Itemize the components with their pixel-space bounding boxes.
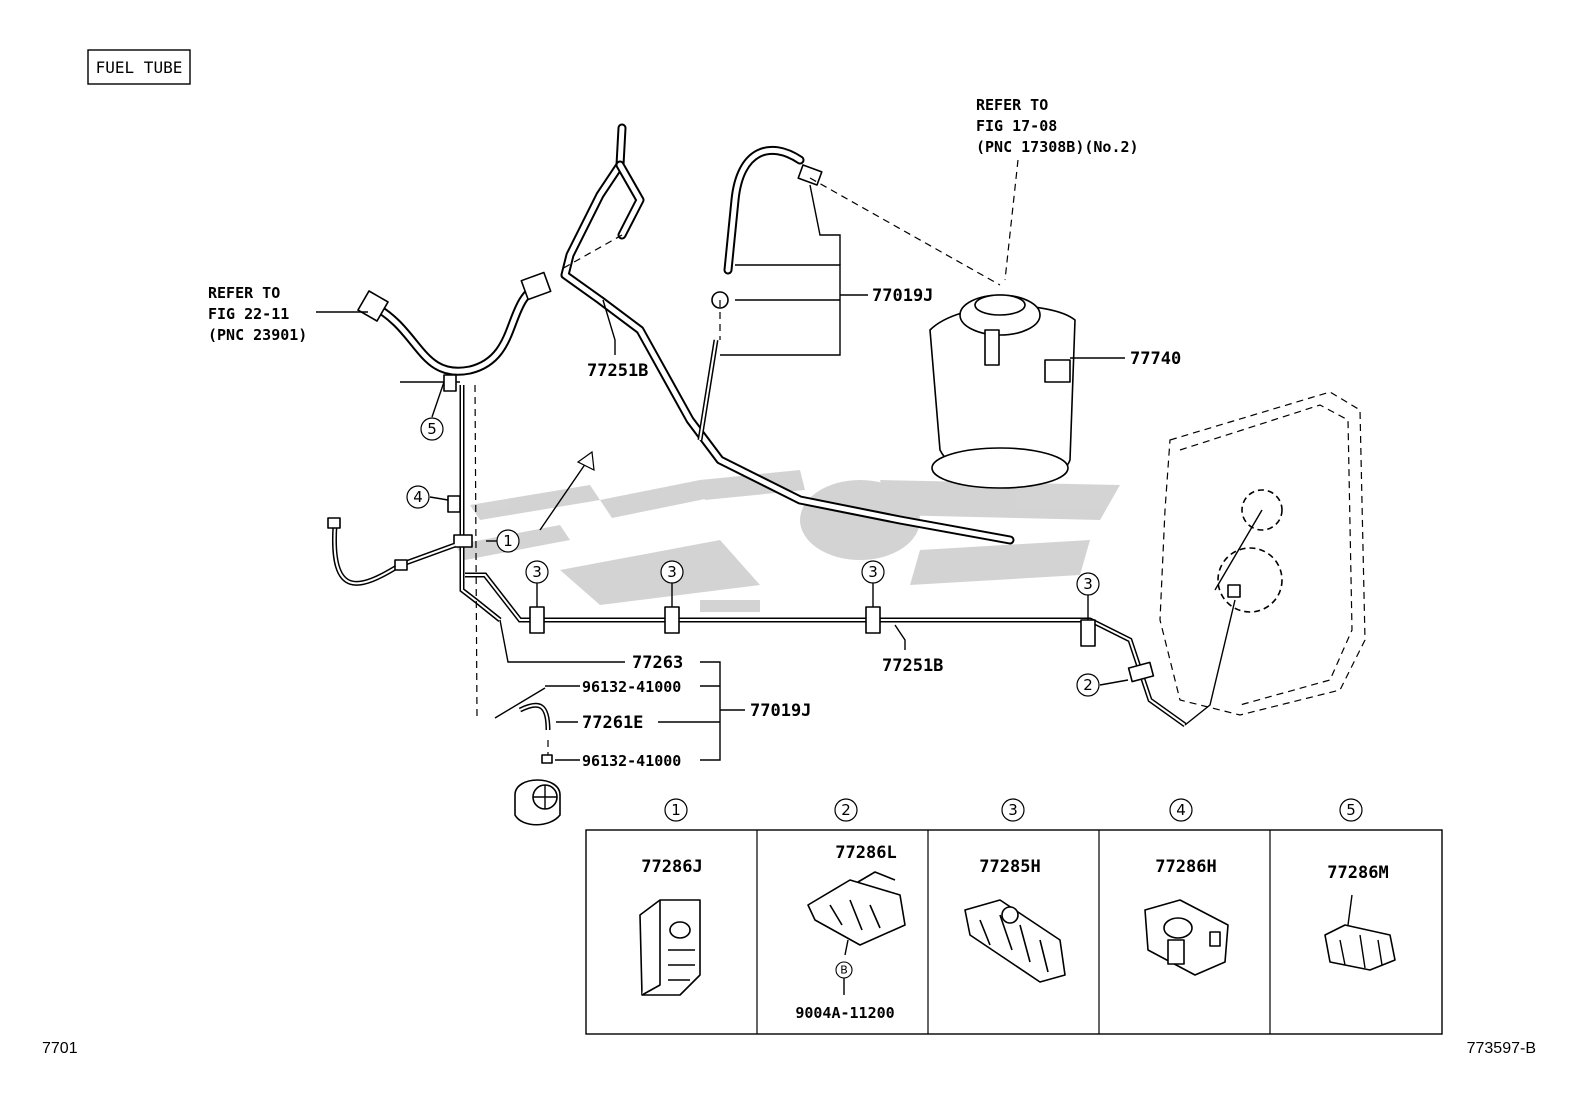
svg-text:1: 1 <box>671 801 681 819</box>
svg-text:3: 3 <box>868 563 878 581</box>
callout-5: 5 <box>420 417 444 441</box>
refer-canister-cap: REFER TO FIG 17-08 (PNC 17308B)(No.2) <box>976 96 1139 156</box>
canister-hose-set <box>697 146 1001 441</box>
svg-text:2: 2 <box>841 801 851 819</box>
table-bolt-9004a: 9004A-11200 <box>795 1004 894 1022</box>
clamp-77286j-drawing <box>639 899 701 996</box>
callout-3a: 3 <box>525 560 549 607</box>
refer-cap-line1: REFER TO <box>976 96 1048 114</box>
footer-right-code: 773597-B <box>1467 1040 1536 1057</box>
svg-text:4: 4 <box>1176 801 1186 819</box>
label-77261e: 77261E <box>582 713 643 733</box>
table-part-77286l: 77286L <box>835 843 896 863</box>
label-77251b-upper: 77251B <box>587 361 648 381</box>
watermark-logo <box>455 470 1120 612</box>
clamp-77286m-drawing <box>1324 894 1396 971</box>
table-marker-2: 2 <box>834 798 858 822</box>
svg-text:4: 4 <box>413 488 423 506</box>
callout-1: 1 <box>496 529 520 553</box>
sub-marker-b: B <box>840 964 848 977</box>
table-part-77286m: 77286M <box>1327 863 1388 883</box>
label-clip-upper: 96132-41000 <box>582 678 681 696</box>
svg-text:3: 3 <box>532 563 542 581</box>
footer-left-code: 7701 <box>42 1040 78 1057</box>
filler-hose <box>357 271 552 376</box>
refer-filler-line1: REFER TO <box>208 284 280 302</box>
label-77251b-main: 77251B <box>882 656 943 676</box>
callout-4: 4 <box>406 485 430 509</box>
label-77019j-bottom: 77019J <box>750 701 811 721</box>
svg-text:2: 2 <box>1083 676 1093 694</box>
svg-text:5: 5 <box>427 420 437 438</box>
small-hose-group <box>494 687 561 826</box>
callout-2: 2 <box>1076 673 1100 697</box>
refer-cap-line3: (PNC 17308B)(No.2) <box>976 138 1139 156</box>
callout-3b: 3 <box>660 560 684 607</box>
table-marker-3: 3 <box>1001 798 1025 822</box>
svg-text:1: 1 <box>503 532 513 550</box>
refer-cap-line2: FIG 17-08 <box>976 117 1057 135</box>
charcoal-canister <box>929 159 1076 489</box>
left-vertical-tube <box>400 374 502 719</box>
refer-filler-line3: (PNC 23901) <box>208 326 307 344</box>
table-marker-5: 5 <box>1339 798 1363 822</box>
clamp-77286l-drawing: B <box>807 871 906 995</box>
svg-text:3: 3 <box>667 563 677 581</box>
vent-tube-upper <box>559 123 1015 545</box>
svg-text:5: 5 <box>1346 801 1356 819</box>
label-77263: 77263 <box>632 653 683 673</box>
fuel-tank <box>1159 391 1366 716</box>
clamp-77285h-drawing <box>964 899 1066 983</box>
clamp-table: 1 2 3 4 5 77286J 77286L <box>585 798 1443 1035</box>
label-77740: 77740 <box>1130 349 1181 369</box>
table-marker-4: 4 <box>1169 798 1193 822</box>
leader-lines <box>316 184 1129 761</box>
direction-arrow <box>539 450 595 531</box>
table-part-77285h: 77285H <box>979 857 1040 877</box>
callout-3c: 3 <box>861 560 885 607</box>
table-marker-1: 1 <box>664 798 688 822</box>
title-box: FUEL TUBE <box>87 49 191 85</box>
svg-text:3: 3 <box>1083 575 1093 593</box>
label-clip-lower: 96132-41000 <box>582 752 681 770</box>
pigtail-hose <box>327 517 456 586</box>
refer-filler-line2: FIG 22-11 <box>208 305 289 323</box>
callout-3d: 3 <box>1076 572 1100 620</box>
refer-filler: REFER TO FIG 22-11 (PNC 23901) <box>208 284 307 344</box>
table-part-77286h: 77286H <box>1155 857 1216 877</box>
title-text: FUEL TUBE <box>96 58 183 77</box>
label-77019j-top: 77019J <box>872 286 933 306</box>
clamp-77286h-drawing <box>1144 899 1229 976</box>
clamps-3 <box>529 606 1155 683</box>
table-part-77286j: 77286J <box>641 857 702 877</box>
svg-text:3: 3 <box>1008 801 1018 819</box>
